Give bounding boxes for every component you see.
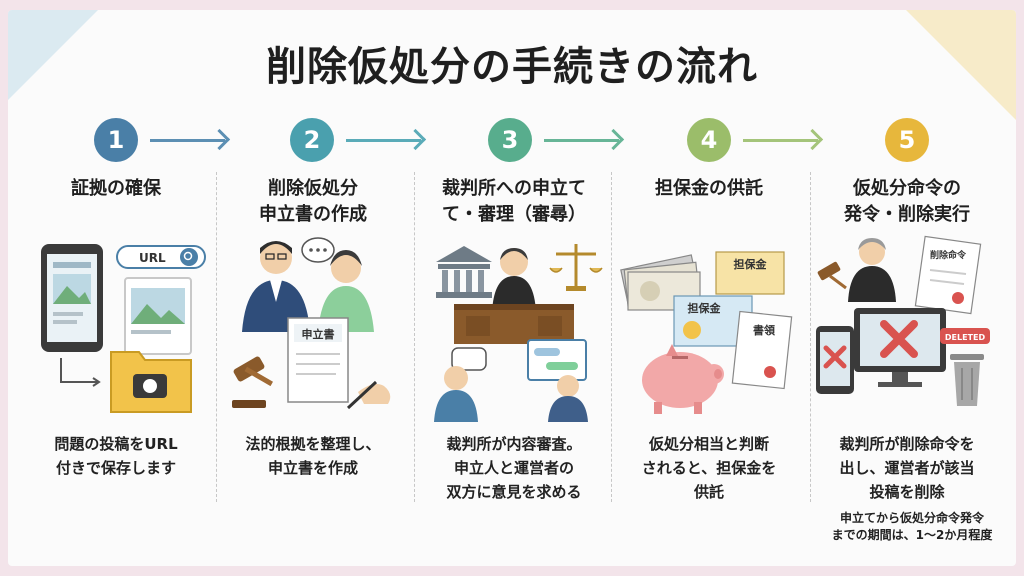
page-title: 削除仮処分の手続きの流れ xyxy=(266,44,758,90)
receipt-document: 書領 xyxy=(731,310,793,390)
svg-text:URL: URL xyxy=(139,251,166,265)
court-hearing-illustration xyxy=(434,244,603,422)
svg-text:DELETED: DELETED xyxy=(945,333,986,342)
folder-icon xyxy=(110,351,192,413)
laptop-icon xyxy=(854,308,946,387)
step-3-description: 裁判所が内容審査。申立人と運営者の双方に意見を求める xyxy=(446,435,582,501)
step-4-number: 4 xyxy=(687,118,731,162)
speech-bubble-icon xyxy=(301,237,335,263)
gavel-icon xyxy=(817,261,847,290)
divider xyxy=(810,172,811,502)
speech-bubble-icon xyxy=(451,347,487,371)
petition-illustration: 申立書 xyxy=(232,237,391,410)
scales-icon xyxy=(549,244,603,291)
corner-decoration-right xyxy=(906,10,1016,120)
svg-text:担保金: 担保金 xyxy=(734,257,768,271)
step-3-number: 3 xyxy=(488,118,532,162)
evidence-illustration: URL xyxy=(41,244,206,413)
deposit-slip-yellow: 担保金 xyxy=(715,251,785,295)
svg-text:削除命令: 削除命令 xyxy=(930,249,967,261)
step-5-number: 5 xyxy=(885,118,929,162)
pen-hand-icon xyxy=(346,380,391,410)
judge-figure xyxy=(848,238,896,302)
svg-text:担保金: 担保金 xyxy=(688,301,722,315)
operator-figure xyxy=(548,375,588,422)
deleted-badge: DELETED xyxy=(940,328,990,344)
smartphone-icon xyxy=(41,244,103,352)
divider xyxy=(611,172,612,502)
step-3-heading: 裁判所への申立てて・審理（審尋） xyxy=(442,178,586,225)
judge-bench xyxy=(454,304,574,344)
svg-text:書領: 書領 xyxy=(753,323,776,337)
judge-figure xyxy=(492,248,536,312)
step-2-number: 2 xyxy=(290,118,334,162)
arrow-3-to-4 xyxy=(544,139,619,142)
piggy-bank-icon xyxy=(642,344,724,414)
step-4-heading: 担保金の供託 xyxy=(655,178,763,199)
step-5-heading: 仮処分命令の発令・削除実行 xyxy=(844,178,970,225)
step-2-heading: 削除仮処分申立書の作成 xyxy=(259,178,367,225)
corner-decoration-left xyxy=(8,10,98,100)
svg-text:申立書: 申立書 xyxy=(302,327,335,341)
divider xyxy=(414,172,415,502)
chat-window-icon xyxy=(527,339,587,381)
duration-note: 申立てから仮処分命令発令までの期間は、1〜2か月程度 xyxy=(831,511,993,542)
step-2-description: 法的根拠を整理し、申立書を作成 xyxy=(245,435,381,477)
divider xyxy=(216,172,217,502)
petitioner-figure xyxy=(434,366,478,422)
trash-can-icon xyxy=(950,354,984,406)
arrow-2-to-3 xyxy=(346,139,421,142)
arrow-1-to-2 xyxy=(150,139,225,142)
step-5-description: 裁判所が削除命令を出し、運営者が該当投稿を削除 xyxy=(839,435,975,501)
step-4-description: 仮処分相当と判断されると、担保金を供託 xyxy=(641,435,777,501)
deposit-illustration: 担保金 担保金 書領 xyxy=(620,251,793,414)
deletion-order-document: 削除命令 xyxy=(914,235,982,315)
petition-document: 申立書 xyxy=(287,317,349,403)
courthouse-icon xyxy=(436,246,492,298)
gavel-icon xyxy=(232,356,273,408)
url-bar: URL xyxy=(116,245,206,269)
step-1-heading: 証拠の確保 xyxy=(71,178,161,199)
smartphone-icon xyxy=(816,326,854,394)
step-1-number: 1 xyxy=(94,118,138,162)
post-screenshot xyxy=(124,277,192,355)
arrow-4-to-5 xyxy=(743,139,818,142)
deletion-illustration: 削除命令 DELETED xyxy=(816,235,990,406)
